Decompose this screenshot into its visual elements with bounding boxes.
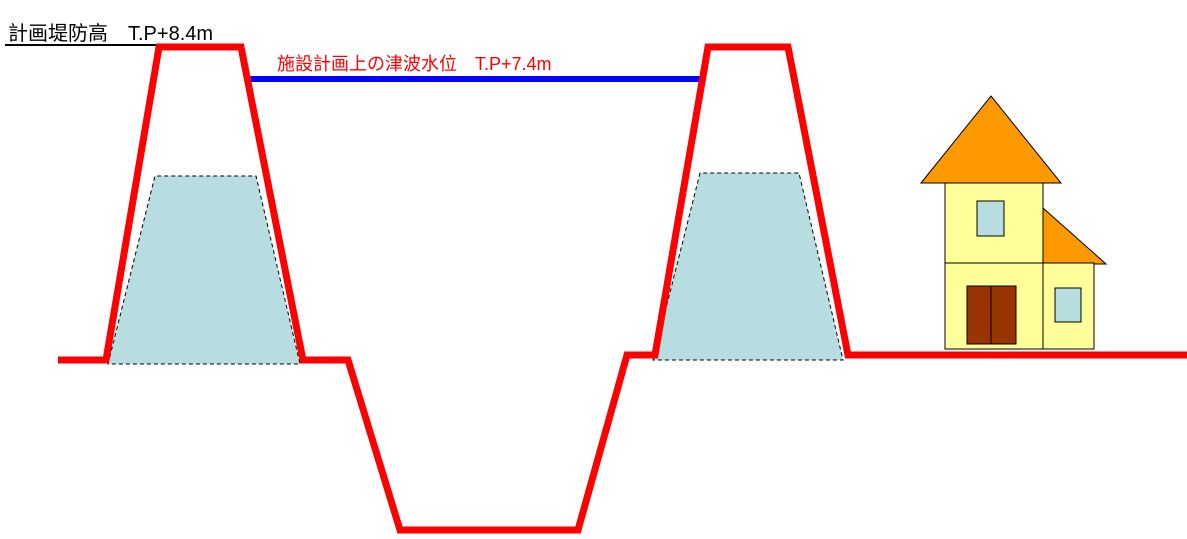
house-illustration [919,95,1108,350]
house-side-roof [1042,206,1108,265]
house-upper-window [976,200,1005,237]
tsunami-water-level-label: 施設計画上の津波水位 T.P+7.4m [277,54,552,74]
house-main-roof [919,95,1063,184]
existing-levee-right [652,172,844,361]
house-side-window [1054,287,1082,323]
planned-levee-height-label: 計画堤防高 T.P+8.4m [8,23,214,45]
planned-levee-profile [58,43,1187,534]
existing-levee-left [107,175,301,365]
